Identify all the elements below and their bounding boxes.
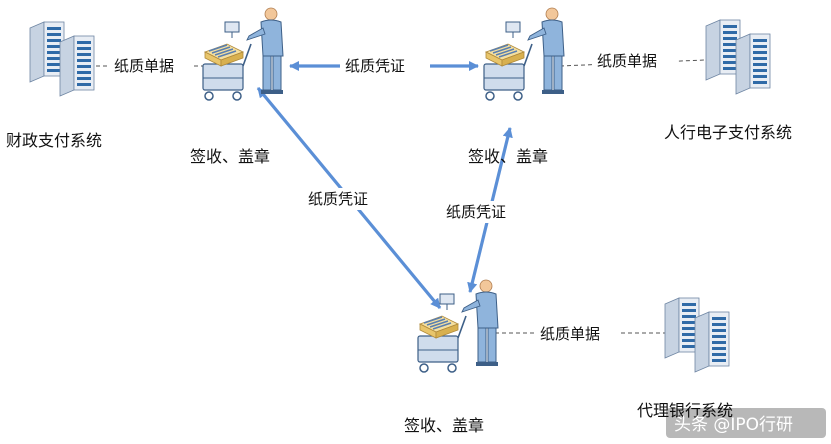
station-caption-right: 签收、盖章: [468, 147, 548, 166]
paper-voucher-label-top: 纸质凭证: [345, 57, 405, 75]
watermark-label: 头条 @IPO行研: [674, 415, 793, 435]
paper-document-label-agent: 纸质单据: [540, 325, 600, 343]
paper-document-label-finance: 纸质单据: [114, 57, 174, 75]
clerk-cart-icon-right: [483, 7, 565, 101]
watermark-background: [666, 408, 826, 438]
pboc-system-label: 人行电子支付系统: [664, 123, 792, 142]
station-caption-left: 签收、盖章: [190, 147, 270, 166]
paper-voucher-label-right: 纸质凭证: [446, 203, 506, 221]
paper-voucher-label-left: 纸质凭证: [308, 190, 368, 208]
station-caption-bottom: 签收、盖章: [404, 416, 484, 435]
finance-server-icon: [30, 22, 94, 96]
agent-bank-system-label: 代理银行系统: [637, 401, 733, 420]
finance-system-label: 财政支付系统: [6, 131, 102, 150]
clerk-cart-icon-left: [202, 7, 284, 101]
agent-bank-server-icon: [665, 298, 729, 372]
paper-document-label-pboc: 纸质单据: [597, 52, 657, 70]
pboc-server-icon: [706, 20, 770, 94]
